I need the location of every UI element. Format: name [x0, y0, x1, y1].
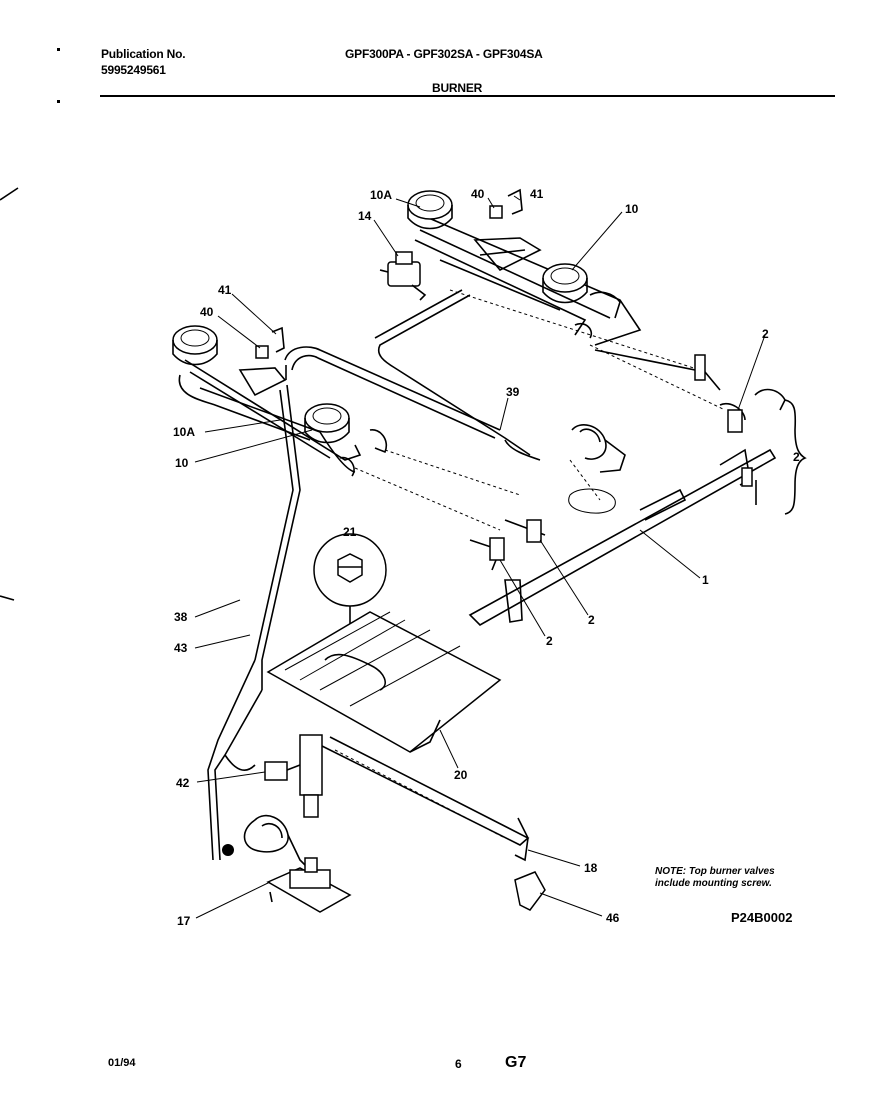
callout-10A-left: 10A	[173, 425, 195, 439]
callout-10A-top: 10A	[370, 188, 392, 202]
section-title: BURNER	[432, 81, 483, 95]
margin-dot	[57, 100, 60, 103]
rear-burner-assembly	[407, 188, 642, 346]
callout-1: 1	[702, 573, 709, 587]
callout-10-left: 10	[175, 456, 189, 470]
publication-label: Publication No.	[101, 47, 186, 61]
spark-ignitor	[568, 424, 626, 514]
header-rule	[100, 95, 835, 97]
margin-dot	[57, 48, 60, 51]
callout-38: 38	[174, 610, 188, 624]
safety-valve	[222, 761, 311, 871]
burner-valves	[469, 354, 786, 623]
callout-40-left: 40	[200, 305, 214, 319]
callout-39: 39	[506, 385, 520, 399]
callout-18: 18	[584, 861, 598, 875]
front-burner-assembly	[172, 325, 388, 477]
long-gas-tubes	[207, 384, 301, 861]
note-text: NOTE: Top burner valves include mounting…	[655, 866, 775, 890]
publication-number: 5995249561	[101, 63, 166, 77]
callout-2-bracket: 2	[793, 450, 800, 464]
callout-14: 14	[358, 209, 372, 223]
callout-17: 17	[177, 914, 191, 928]
callout-bracket	[784, 399, 807, 515]
callout-42: 42	[176, 776, 190, 790]
footer-page-number: 6	[455, 1057, 462, 1071]
broil-burner	[266, 611, 502, 753]
callout-20: 20	[454, 768, 468, 782]
callout-2-mid: 2	[588, 613, 595, 627]
callout-21: 21	[343, 525, 357, 539]
nut-detail-circle	[313, 533, 387, 650]
note-line-1: NOTE: Top burner valves	[655, 866, 775, 877]
figure-code: P24B0002	[731, 910, 793, 925]
manifold-rail	[468, 448, 777, 626]
footer-date: 01/94	[108, 1057, 136, 1069]
callout-labels: 10A 40 41 10 14 41 40 2 39 10A 10 2 21 1…	[173, 187, 800, 928]
leader-lines	[194, 195, 766, 919]
note-line-2: include mounting screw.	[655, 878, 772, 889]
footer-page-code: G7	[505, 1054, 527, 1071]
mounting-bracket	[514, 871, 546, 911]
edge-marks	[0, 187, 19, 601]
pressure-regulator	[379, 251, 427, 301]
callout-41-left: 41	[218, 283, 232, 297]
callout-10-top: 10	[625, 202, 639, 216]
callout-40-top: 40	[471, 187, 485, 201]
oven-thermostat-valve	[266, 857, 352, 913]
model-numbers: GPF300PA - GPF302SA - GPF304SA	[345, 47, 543, 61]
callout-41-top: 41	[530, 187, 544, 201]
callout-46: 46	[606, 911, 620, 925]
callout-2-right: 2	[762, 327, 769, 341]
broil-tube	[299, 734, 530, 862]
callout-43: 43	[174, 641, 188, 655]
callout-2-low: 2	[546, 634, 553, 648]
